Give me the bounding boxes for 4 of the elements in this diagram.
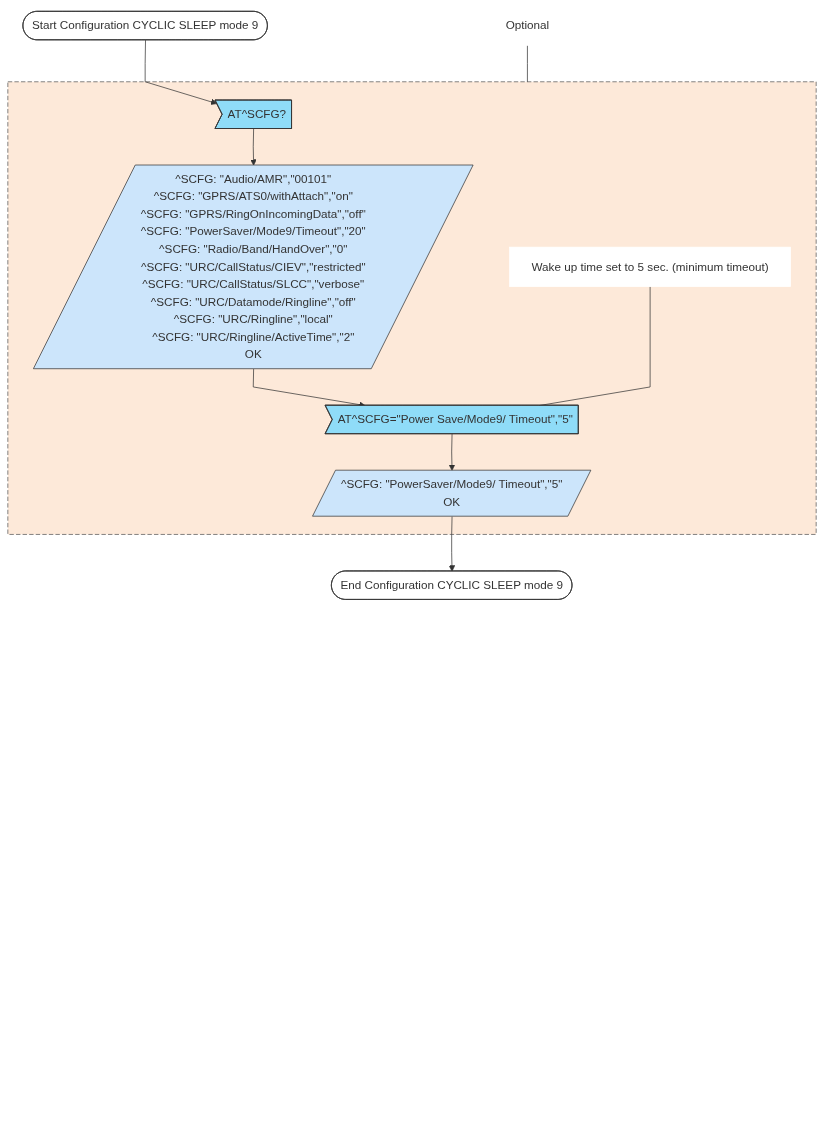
node-text: Optional xyxy=(505,18,550,32)
connector xyxy=(527,44,528,83)
cluster xyxy=(7,81,817,535)
node-box: Wake up time set to 5 sec. (minimum timeout) xyxy=(509,246,791,287)
